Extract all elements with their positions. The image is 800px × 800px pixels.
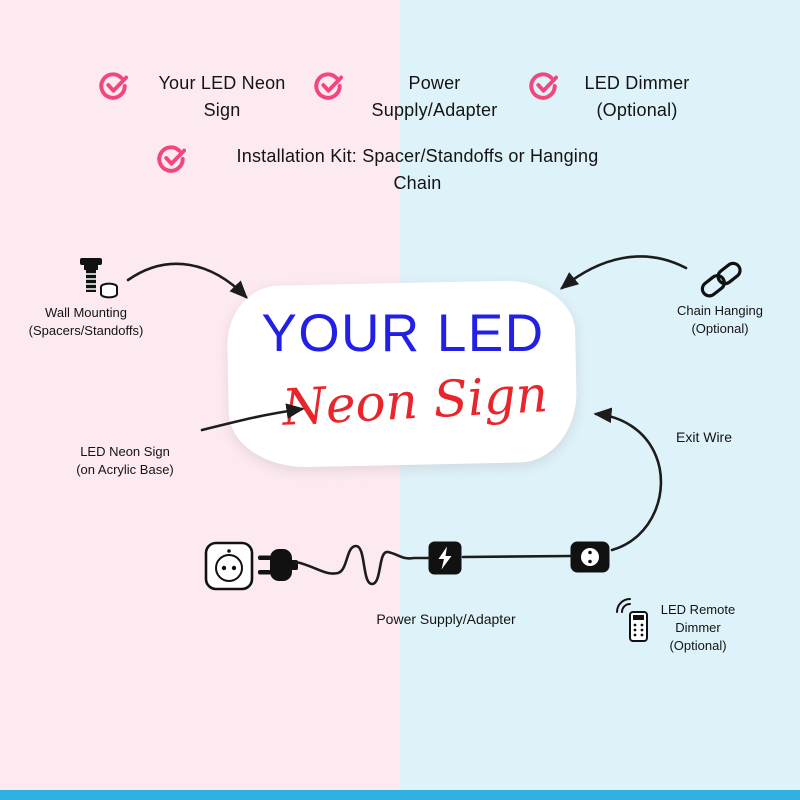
checklist-item-dimmer: LED Dimmer (Optional): [528, 70, 707, 124]
remote-control-icon: [616, 598, 648, 642]
remote-dimmer-label: LED Remote Dimmer (Optional): [652, 601, 744, 655]
screw-standoff-icon: [80, 258, 118, 299]
checklist-label: Power: [408, 73, 461, 93]
dimmer-switch-icon: [570, 541, 610, 573]
wall-mounting-label: Wall Mounting (Spacers/Standoffs): [8, 304, 164, 340]
chain-hanging-label: Chain Hanging (Optional): [645, 302, 795, 338]
checklist-label: LED Dimmer: [584, 73, 690, 93]
checklist-label: Your LED Neon: [158, 73, 286, 93]
power-adapter-icon: [428, 541, 462, 575]
neon-sign-acrylic-label: LED Neon Sign (on Acrylic Base): [45, 443, 205, 479]
check-icon: [157, 145, 186, 173]
check-icon: [314, 72, 343, 100]
remote-dimmer-line2: Dimmer: [675, 620, 721, 635]
checklist-label: Sign: [203, 100, 241, 120]
checklist-item-power-supply: Power Supply/Adapter: [313, 70, 517, 124]
checklist-label: Installation Kit: Spacer/Standoffs or Ha…: [236, 146, 599, 166]
checklist-item-neon-sign: Your LED Neon Sign: [98, 70, 307, 124]
checklist-label: (Optional): [596, 100, 678, 120]
wall-mounting-line2: (Spacers/Standoffs): [28, 323, 144, 338]
checklist-item-installation-kit: Installation Kit: Spacer/Standoffs or Ha…: [156, 143, 640, 197]
wall-mounting-line1: Wall Mounting: [45, 305, 127, 320]
chain-link-icon: [700, 261, 742, 298]
sign-title-text: YOUR LED: [261, 304, 545, 363]
neon-sign-line2: (on Acrylic Base): [76, 462, 174, 477]
checklist-label: Chain: [393, 173, 442, 193]
chain-hanging-line2: (Optional): [691, 321, 749, 336]
power-outlet-icon: [204, 541, 254, 591]
exit-wire-label: Exit Wire: [676, 429, 732, 445]
remote-dimmer-line1: LED Remote: [660, 602, 736, 617]
power-supply-label: Power Supply/Adapter: [376, 611, 516, 627]
bottom-accent-bar: [0, 790, 800, 800]
remote-dimmer-line3: (Optional): [669, 638, 727, 653]
chain-hanging-line1: Chain Hanging: [676, 303, 763, 318]
checklist-label: Supply/Adapter: [371, 100, 498, 120]
plug-icon: [258, 549, 298, 581]
check-icon: [99, 72, 128, 100]
check-icon: [529, 72, 558, 100]
neon-sign-line1: LED Neon Sign: [80, 444, 170, 459]
